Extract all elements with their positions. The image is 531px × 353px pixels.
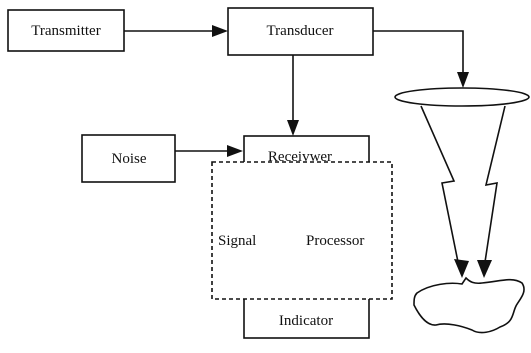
transmitter-label: Transmitter — [31, 23, 100, 39]
signal-label: Signal — [218, 233, 256, 249]
target-object — [413, 276, 525, 334]
receiver-label: Receivwer — [268, 149, 332, 165]
arrow-noise-to-receiver — [175, 145, 243, 157]
arrow-transducer-to-lens — [373, 30, 469, 88]
arrow-transducer-to-receiver — [287, 55, 299, 136]
transducer-label: Transducer — [267, 23, 334, 39]
transmitter-box — [7, 9, 125, 52]
transmitter-node: Transmitter — [7, 9, 125, 52]
signal-processor-box — [211, 161, 393, 300]
antenna-lens — [394, 87, 530, 107]
noise-label: Noise — [112, 151, 147, 167]
processor-label: Processor — [306, 233, 364, 249]
noise-box — [81, 134, 176, 183]
transducer-box — [227, 7, 374, 56]
transducer-node: Transducer — [227, 7, 374, 56]
indicator-label: Indicator — [279, 313, 333, 329]
arrow-transmitter-to-transducer — [124, 25, 228, 37]
beam-signals — [420, 105, 506, 278]
noise-node: Noise — [81, 134, 176, 183]
